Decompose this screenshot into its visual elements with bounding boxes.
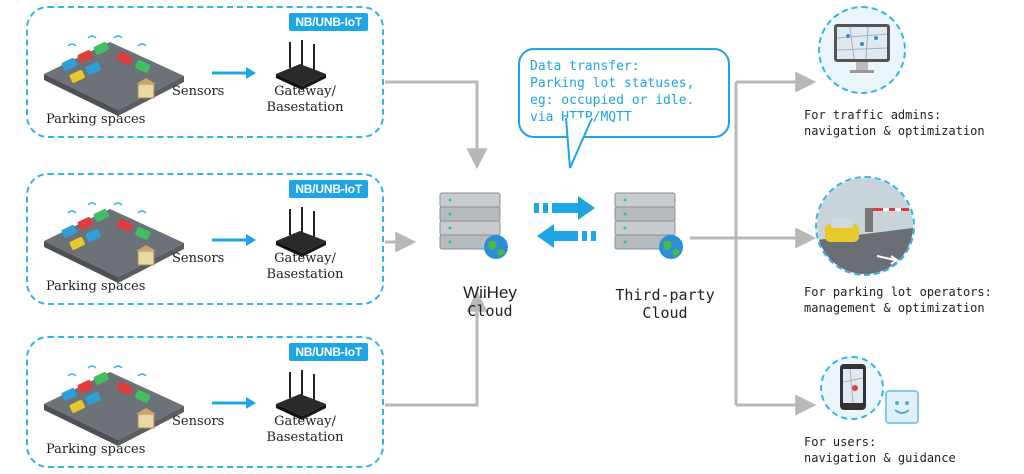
gateway-line1: Gateway/ (274, 414, 336, 429)
gateway-router-icon (276, 370, 326, 420)
gateway-router-icon (276, 40, 326, 90)
gateway-line2: Basestation (266, 100, 344, 115)
operator-line2: management & optimization (804, 301, 985, 315)
operator-circle (815, 176, 915, 276)
third-party-cloud (605, 185, 695, 265)
nb-iot-tag: NB/UNB-IoT (289, 343, 368, 361)
traffic-admin-line2: navigation & optimization (804, 124, 985, 138)
traffic-admin-line1: For traffic admins: (804, 108, 942, 122)
parking-gate-icon (817, 178, 913, 274)
gateway-label: Gateway/ Basestation (260, 251, 350, 283)
third-party-line2: Cloud (642, 304, 688, 322)
iot-group-2: NB/UNB-IoT (26, 173, 384, 305)
nb-iot-tag: NB/UNB-IoT (289, 180, 368, 198)
gateway-label: Gateway/ Basestation (260, 84, 350, 116)
gateway-line2: Basestation (266, 430, 344, 445)
sensors-label: Sensors (172, 414, 225, 429)
bubble-tail (565, 118, 593, 169)
traffic-admin-label: For traffic admins: navigation & optimiz… (804, 107, 985, 139)
wiihey-line2: Cloud (467, 302, 513, 320)
arrow-right-icon (212, 234, 256, 246)
gateway-label: Gateway/ Basestation (260, 414, 350, 446)
traffic-admin-circle (818, 6, 906, 94)
parking-lot-icon (44, 202, 184, 283)
arrow-to-third-party (534, 196, 595, 220)
sensors-label: Sensors (172, 84, 225, 99)
smiley-icon (885, 390, 919, 424)
operator-label: For parking lot operators: management & … (804, 284, 992, 316)
gateway-line1: Gateway/ (274, 84, 336, 99)
parking-lot-icon (44, 35, 184, 116)
arrow-right-icon (212, 397, 256, 409)
parking-lot-icon (44, 365, 184, 446)
gateway-router-icon (276, 207, 326, 257)
line-group3-to-cloud (385, 290, 488, 407)
iot-group-3: NB/UNB-IoT (26, 336, 384, 468)
operator-line1: For parking lot operators: (804, 285, 992, 299)
line-group1-to-cloud (385, 80, 488, 170)
users-line1: For users: (804, 435, 877, 449)
globe-icon (659, 235, 683, 259)
monitor-map-icon (834, 24, 890, 73)
users-label: For users: navigation & guidance (804, 434, 956, 466)
globe-icon (484, 235, 508, 259)
arrow-to-wiihey (537, 224, 596, 248)
sensors-label: Sensors (172, 251, 225, 266)
smartphone-map-icon (840, 364, 866, 410)
iot-group-1: NB/UNB-IoT (26, 6, 384, 138)
third-party-line1: Third-party (615, 286, 715, 304)
users-circle (820, 356, 884, 420)
users-line2: navigation & guidance (804, 451, 956, 465)
parking-spaces-label: Parking spaces (46, 442, 146, 457)
data-transfer-bubble: Data transfer: Parking lot statuses, eg:… (518, 48, 730, 138)
wiihey-label: WiiHey Cloud (445, 283, 535, 321)
gateway-line2: Basestation (266, 267, 344, 282)
nb-iot-tag: NB/UNB-IoT (289, 13, 368, 31)
third-party-label: Third-party Cloud (605, 286, 725, 322)
arrow-right-icon (212, 67, 256, 79)
parking-spaces-label: Parking spaces (46, 279, 146, 294)
wiihey-line1: WiiHey (463, 283, 517, 302)
wiihey-cloud (430, 185, 520, 265)
parking-spaces-label: Parking spaces (46, 112, 146, 127)
gateway-line1: Gateway/ (274, 251, 336, 266)
